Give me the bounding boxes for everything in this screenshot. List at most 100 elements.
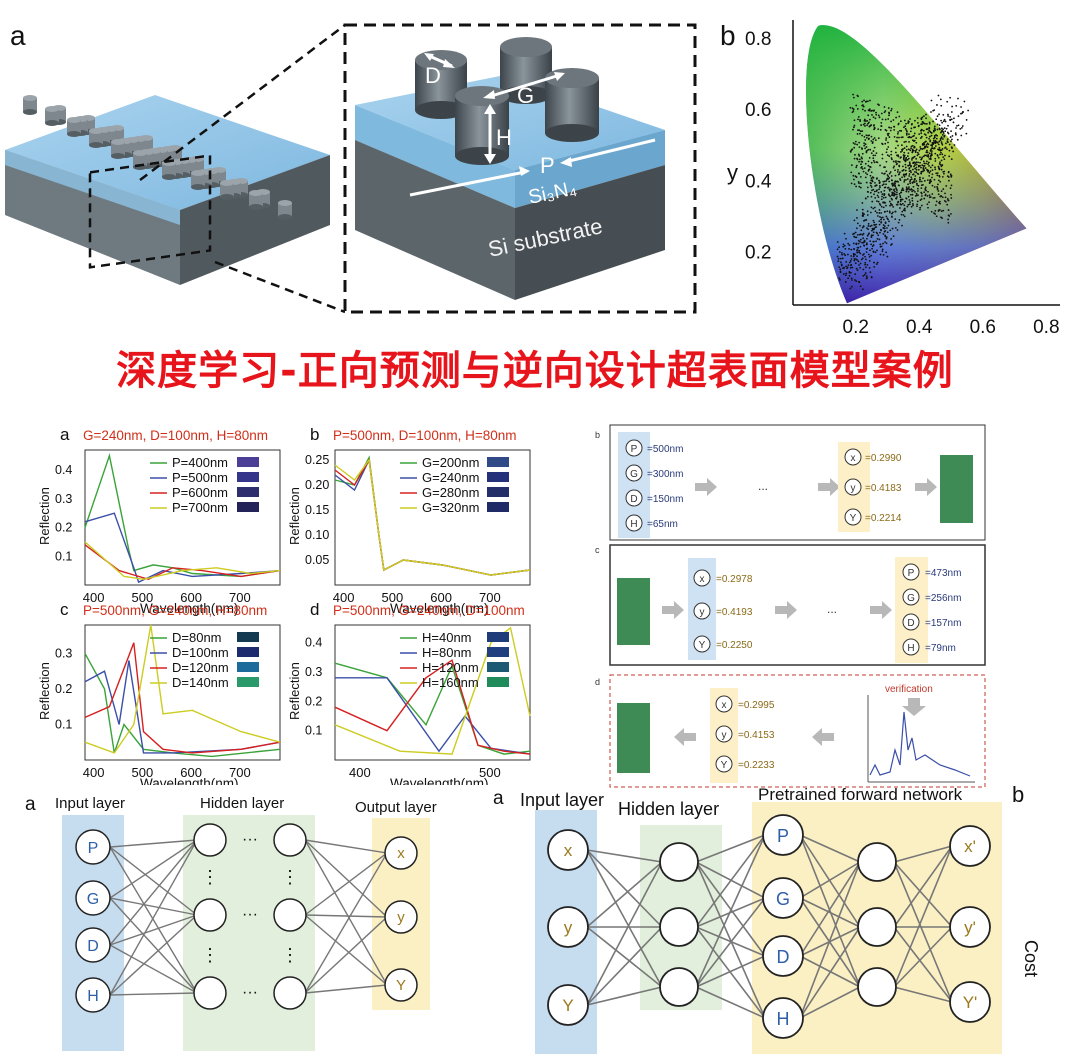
unit-cell: D G H P Si₃N₄ Si substrate <box>355 37 665 300</box>
color-swatch <box>617 703 650 773</box>
legend-swatch <box>487 472 509 482</box>
y-tick: 0.3 <box>55 492 72 506</box>
connection <box>799 897 861 928</box>
svg-text:b: b <box>595 430 600 440</box>
y-axis-label: Reflection <box>37 487 52 545</box>
cie-x-tick: 0.2 <box>843 317 869 338</box>
color-samples <box>836 93 970 291</box>
svg-text:···: ··· <box>242 984 258 1001</box>
y-tick: 0.1 <box>55 549 72 563</box>
label-D: D <box>425 63 441 88</box>
svg-text:x: x <box>851 453 856 464</box>
cie-y-tick: 0.8 <box>745 29 771 50</box>
connection <box>799 861 861 899</box>
connection <box>109 944 198 994</box>
svg-text:x: x <box>564 841 573 860</box>
legend-swatch <box>487 502 509 512</box>
connection <box>695 861 766 957</box>
x-tick: 500 <box>132 590 154 605</box>
spectrum-series <box>84 512 281 584</box>
connection <box>586 849 663 863</box>
spectrum-plot-frame <box>334 449 531 586</box>
connection <box>586 926 663 1006</box>
svg-text:···: ··· <box>242 906 258 923</box>
hidden-node <box>659 907 699 947</box>
spectrum-series <box>84 453 281 578</box>
svg-text:Y': Y' <box>963 993 978 1012</box>
input-value: =0.2250 <box>716 640 753 651</box>
param-value: =150nm <box>647 494 683 505</box>
param-value: =256nm <box>925 593 961 604</box>
connection <box>695 834 766 928</box>
panel-label-b: b <box>720 20 736 51</box>
y-tick: 0.2 <box>305 694 322 708</box>
legend-swatch <box>487 487 509 497</box>
legend-entry: G=320nm <box>422 500 479 515</box>
x-tick: 600 <box>180 590 202 605</box>
variable-circle <box>693 602 711 620</box>
output-node <box>949 981 991 1023</box>
nanopillar <box>220 183 234 197</box>
svg-text:D: D <box>907 618 914 629</box>
param-value: =473nm <box>925 568 961 579</box>
y-axis-label: Reflection <box>287 487 302 545</box>
variable-circle <box>902 588 920 606</box>
hidden-node <box>659 842 699 882</box>
param-node <box>762 997 804 1039</box>
input-node <box>547 984 589 1026</box>
nanopillar <box>133 153 147 167</box>
cie-y-tick: 0.2 <box>745 243 771 264</box>
connection <box>799 986 861 1019</box>
svg-text:y: y <box>564 918 573 937</box>
nanopillar <box>162 163 176 177</box>
spectrum-panel-title: G=240nm, D=100nm, H=80nm <box>83 428 268 443</box>
legend-swatch <box>487 662 509 672</box>
cost-label: Cost <box>1021 940 1041 977</box>
svg-text:Y: Y <box>699 640 706 651</box>
x-tick: 400 <box>349 765 371 780</box>
spectrum-panel-label: b <box>310 425 319 444</box>
svg-text:⋮: ⋮ <box>201 945 219 965</box>
svg-text:H: H <box>630 519 637 530</box>
output-value: =0.2995 <box>738 700 775 711</box>
legend-entry: H=120nm <box>422 660 479 675</box>
x-tick: 700 <box>479 590 501 605</box>
x-tick: 400 <box>333 590 355 605</box>
svg-text:G: G <box>630 469 638 480</box>
x-tick: 600 <box>180 765 202 780</box>
legend-entry: D=100nm <box>172 645 229 660</box>
metasurface-array <box>5 95 330 285</box>
panel-label-a: a <box>10 20 26 51</box>
svg-text:...: ... <box>827 602 837 616</box>
connection <box>799 926 861 1019</box>
legend-swatch <box>237 487 259 497</box>
y-tick: 0.3 <box>305 665 322 679</box>
svg-text:D: D <box>87 938 99 955</box>
y-tick: 0.15 <box>305 503 329 517</box>
svg-text:D: D <box>777 947 790 967</box>
nanopillar <box>111 142 125 156</box>
param-value: =79nm <box>925 643 956 654</box>
connection <box>109 846 198 916</box>
nanopillar <box>89 131 103 145</box>
connection <box>586 861 663 928</box>
legend-swatch <box>237 632 259 642</box>
legend-swatch <box>237 677 259 687</box>
variable-circle <box>902 613 920 631</box>
output-node <box>949 906 991 948</box>
hidden-node <box>193 823 227 857</box>
flow-arrow <box>674 601 684 619</box>
label-H: H <box>496 125 512 150</box>
workflow-panel-b: bP=500nmG=300nmD=150nmH=65nm...x=0.2990y… <box>595 424 986 541</box>
svg-text:H: H <box>777 1009 790 1029</box>
hidden-layer-title: Hidden layer <box>618 799 719 819</box>
input-value: =0.4193 <box>716 607 753 618</box>
spectrum-panel-label: c <box>60 600 69 619</box>
x-axis-label: Wavelength(nm) <box>140 776 239 785</box>
pretrained-title: Pretrained forward network <box>758 785 963 804</box>
hidden-node <box>857 907 897 947</box>
x-tick: 600 <box>430 590 452 605</box>
output-value: =0.2990 <box>865 453 902 464</box>
svg-text:y: y <box>700 607 705 618</box>
